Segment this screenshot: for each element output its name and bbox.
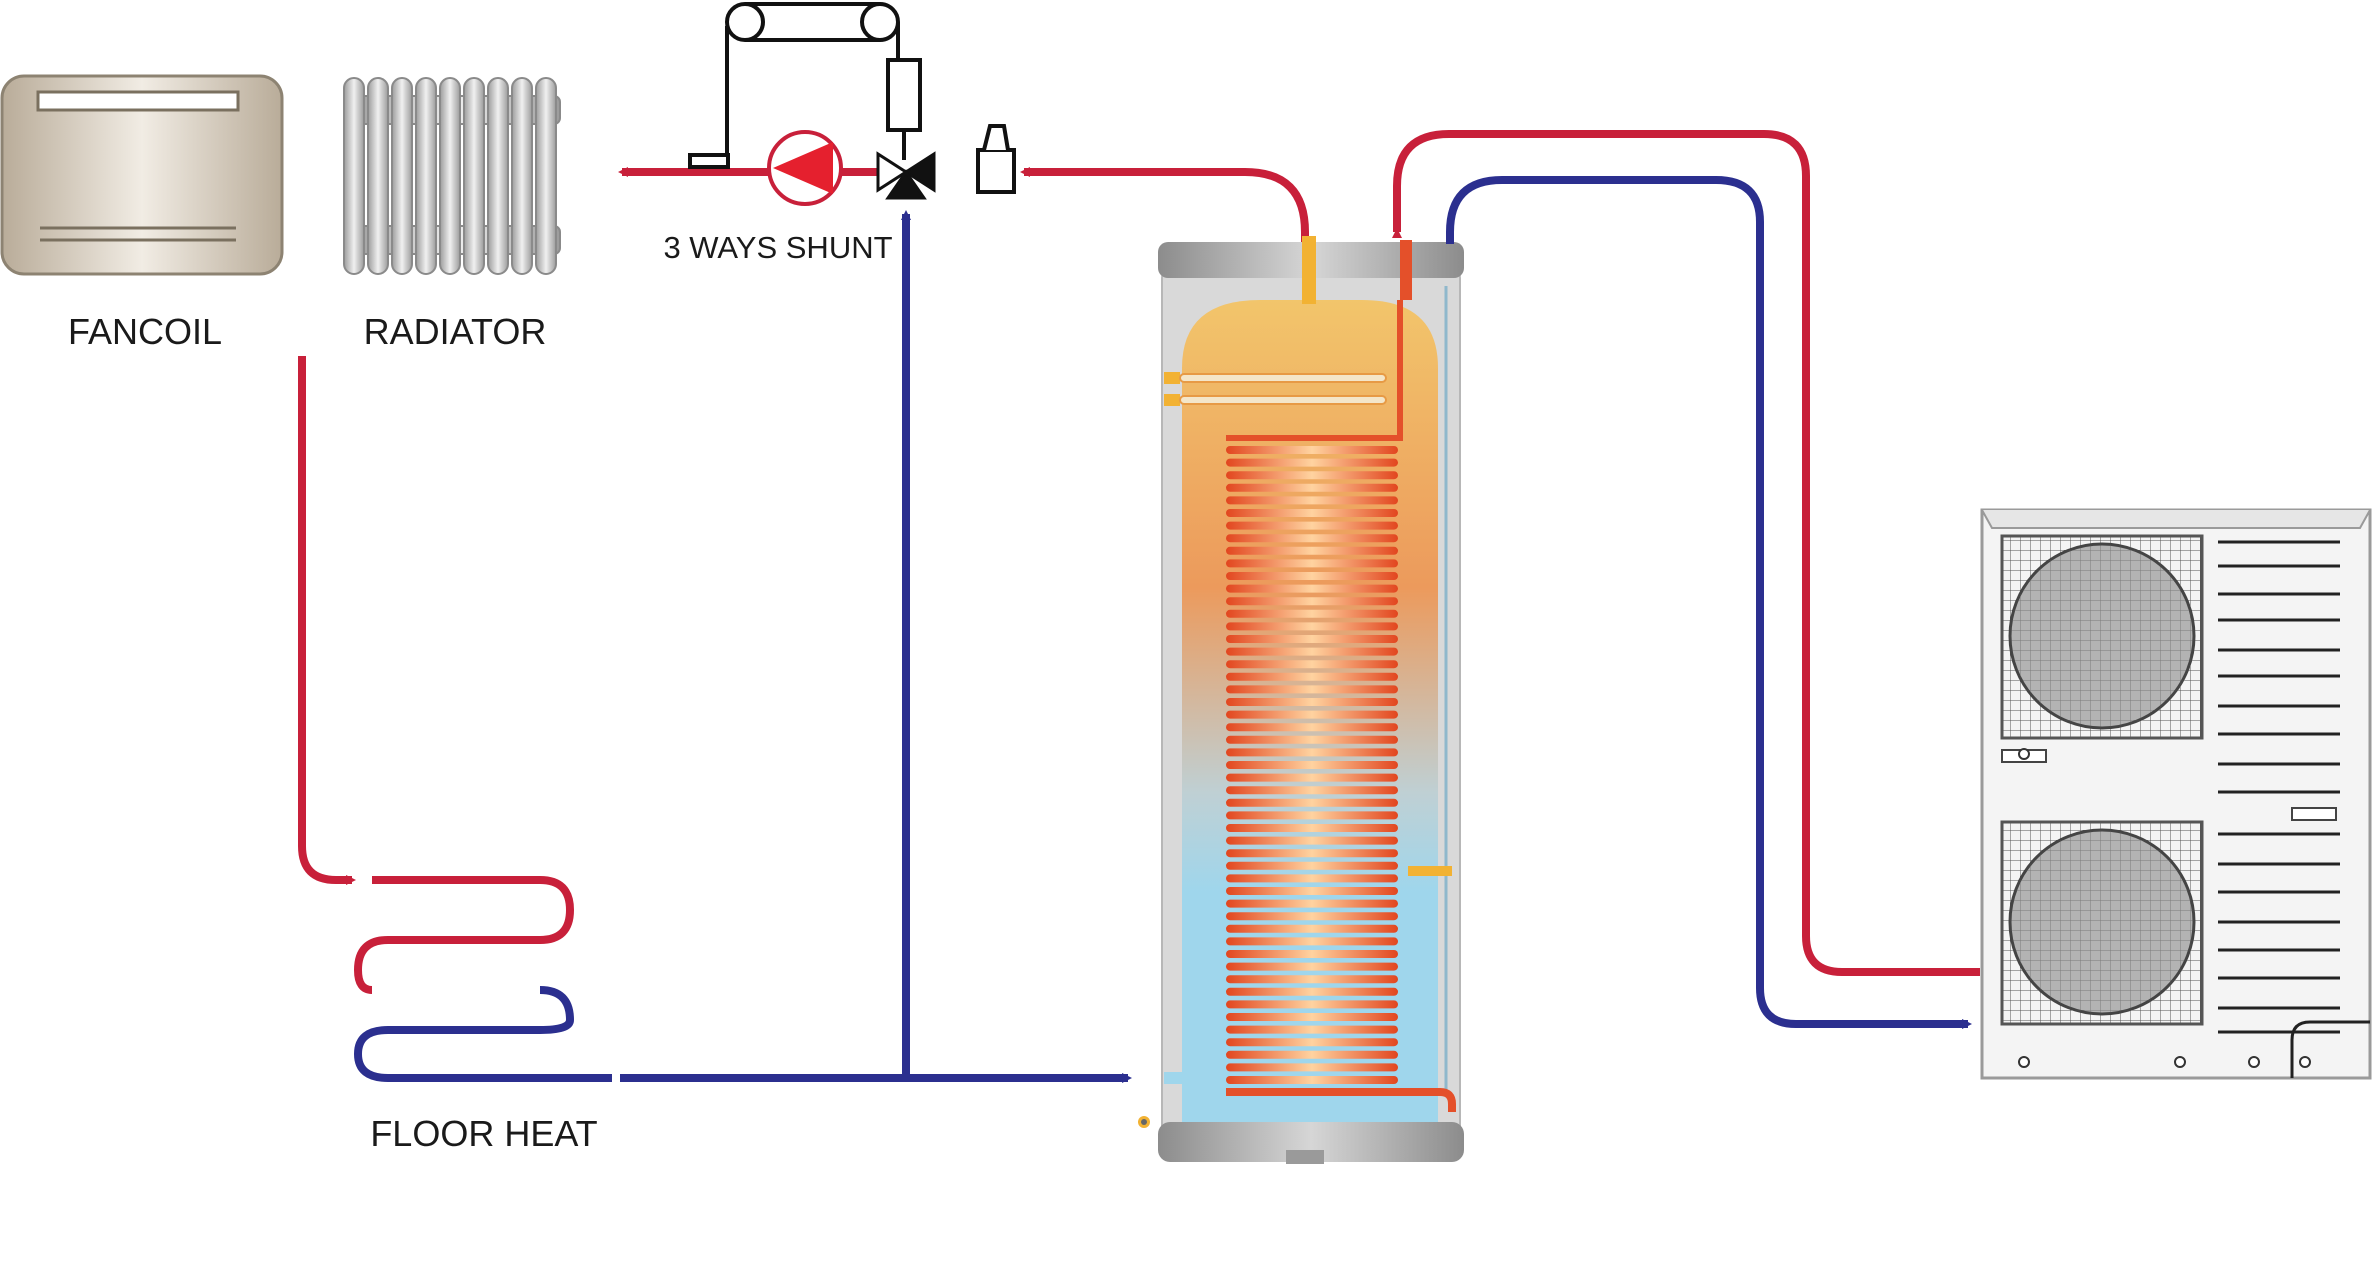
- fan-icon: [2008, 828, 2196, 1016]
- three-way-valve-icon: [876, 151, 936, 200]
- valve-actuator-icon: [886, 58, 922, 160]
- heat-pump-pipes: [1392, 130, 1980, 1029]
- return-pipe: [620, 210, 1132, 1083]
- radiator-icon: [343, 77, 561, 275]
- shunt-linkage: [688, 2, 900, 169]
- fan-icon: [2008, 542, 2196, 730]
- heat-pump-outdoor-unit-icon: [1980, 508, 2372, 1080]
- filter-icon: [976, 124, 1016, 194]
- hot-water-tank-icon: [1138, 236, 1464, 1164]
- floor-heat-label: FLOOR HEAT: [370, 1113, 597, 1154]
- shunt-label: 3 WAYS SHUNT: [663, 230, 892, 265]
- radiator-label: RADIATOR: [364, 311, 547, 352]
- circulation-pump-icon: [767, 130, 843, 206]
- fancoil-unit-icon: [0, 74, 284, 276]
- fancoil-label: FANCOIL: [68, 311, 222, 352]
- floor-heat-loop: [298, 356, 612, 1082]
